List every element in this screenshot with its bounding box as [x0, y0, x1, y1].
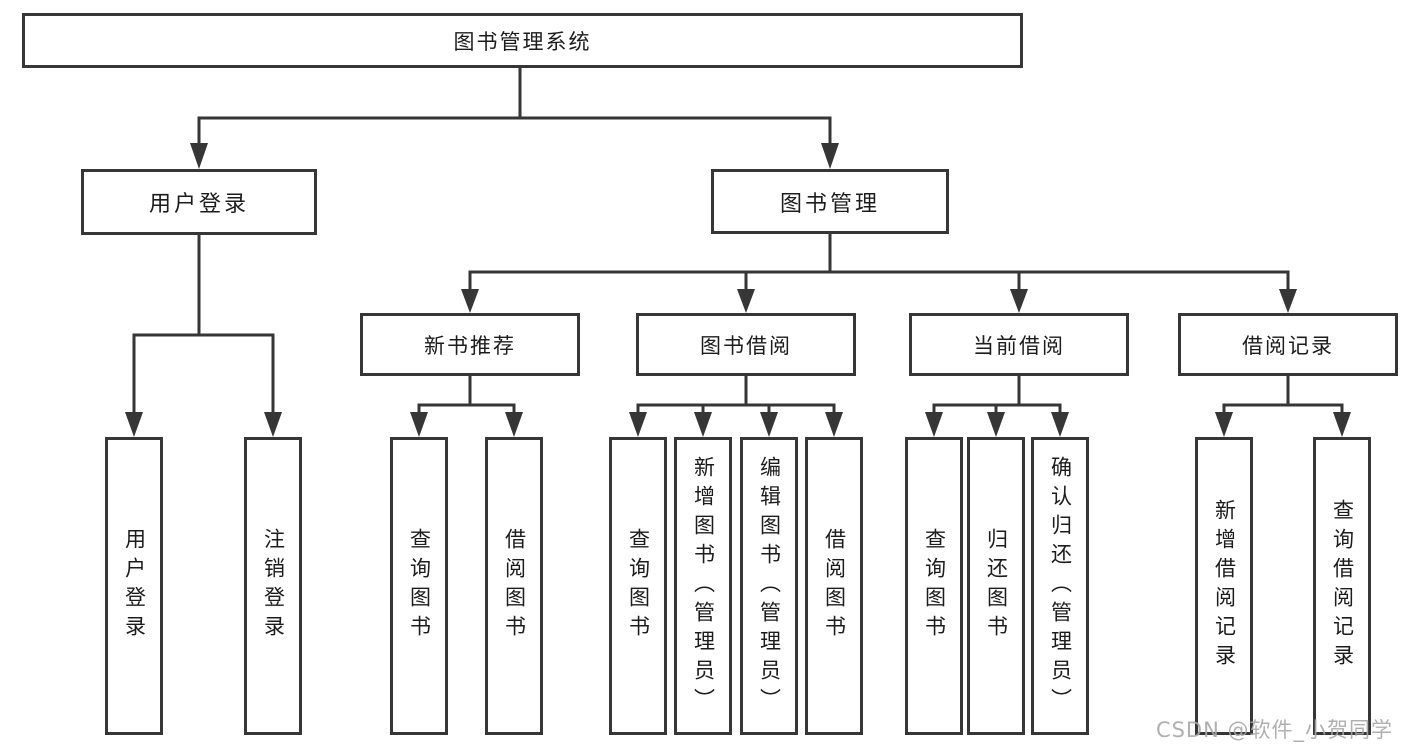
leaf-query-borrow-record: 查询借阅记录: [1313, 437, 1371, 735]
node-book-management: 图书管理: [711, 169, 949, 234]
leaf-user-login: 用户登录: [105, 437, 163, 735]
node-book-borrowing: 图书借阅: [636, 313, 856, 376]
csdn-watermark: CSDN @软件_小贺同学: [1155, 718, 1393, 742]
leaf-rec-borrow-books: 借阅图书: [485, 437, 543, 735]
node-library-management-system: 图书管理系统: [22, 13, 1023, 68]
leaf-borrow-query-books: 查询图书: [609, 437, 667, 735]
leaf-return-books: 归还图书: [967, 437, 1025, 735]
leaf-current-query-books: 查询图书: [905, 437, 963, 735]
leaf-rec-query-books: 查询图书: [390, 437, 448, 735]
leaf-add-borrow-record: 新增借阅记录: [1195, 437, 1253, 735]
leaf-confirm-return-admin: 确认归还（管理员）: [1031, 437, 1089, 735]
node-borrowing-records: 借阅记录: [1178, 313, 1398, 376]
leaf-borrow-books: 借阅图书: [805, 437, 863, 735]
leaf-add-books-admin: 新增图书（管理员）: [674, 437, 732, 735]
node-user-login: 用户登录: [81, 169, 317, 235]
leaf-edit-books-admin: 编辑图书（管理员）: [740, 437, 798, 735]
leaf-logout: 注销登录: [244, 437, 302, 735]
node-current-borrowing: 当前借阅: [909, 313, 1129, 376]
node-new-book-recommendation: 新书推荐: [360, 313, 580, 376]
